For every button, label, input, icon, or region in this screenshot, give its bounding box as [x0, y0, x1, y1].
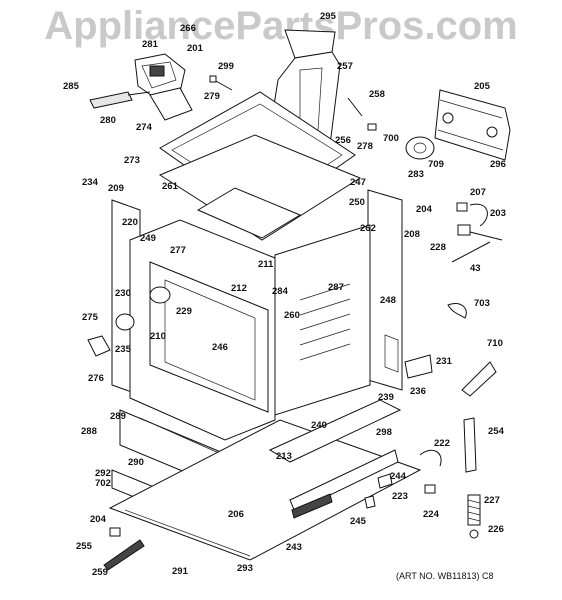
label-287: 287 [328, 282, 344, 293]
label-205: 205 [474, 81, 490, 92]
bolt-299 [209, 75, 233, 91]
label-228: 228 [430, 242, 446, 253]
label-230: 230 [115, 288, 131, 299]
label-278: 278 [357, 141, 373, 152]
label-249: 249 [140, 233, 156, 244]
label-240: 240 [311, 420, 327, 431]
label-275: 275 [82, 312, 98, 323]
label-274: 274 [136, 122, 152, 133]
label-257: 257 [337, 61, 353, 72]
label-236: 236 [410, 386, 426, 397]
label-246: 246 [212, 342, 228, 353]
label-259: 259 [92, 567, 108, 578]
label-212: 212 [231, 283, 247, 294]
label-289: 289 [110, 411, 126, 422]
label-211: 211 [258, 259, 274, 270]
label-709: 709 [428, 159, 444, 170]
label-201: 201 [187, 43, 203, 54]
top-valve-assembly [89, 53, 193, 121]
label-255: 255 [76, 541, 92, 552]
label-231: 231 [436, 356, 452, 367]
label-285: 285 [63, 81, 79, 92]
label-204a: 204 [416, 204, 432, 215]
label-298: 298 [376, 427, 392, 438]
label-209: 209 [108, 183, 124, 194]
label-258: 258 [369, 89, 385, 100]
part-710 [461, 361, 497, 397]
label-277: 277 [170, 245, 186, 256]
art-number: (ART NO. WB11813) C8 [396, 571, 494, 581]
label-254: 254 [488, 426, 504, 437]
label-290: 290 [128, 457, 144, 468]
label-256: 256 [335, 135, 351, 146]
range-cabinet [108, 91, 422, 561]
label-244: 244 [390, 471, 406, 482]
label-292: 292 [95, 468, 111, 479]
label-273: 273 [124, 155, 140, 166]
label-266: 266 [180, 23, 196, 34]
label-227: 227 [484, 495, 500, 506]
label-291: 291 [172, 566, 188, 577]
clip-700 [367, 123, 377, 131]
label-293: 293 [237, 563, 253, 574]
left-burner-parts [87, 286, 171, 357]
right-small-parts [451, 202, 503, 263]
right-lower-parts [463, 417, 481, 539]
label-283: 283 [408, 169, 424, 180]
label-299: 299 [218, 61, 234, 72]
label-295: 295 [320, 11, 336, 22]
label-206: 206 [228, 509, 244, 520]
label-284: 284 [272, 286, 288, 297]
disc-709 [405, 136, 435, 160]
label-703: 703 [474, 298, 490, 309]
label-210: 210 [150, 331, 166, 342]
label-43: 43 [470, 263, 481, 274]
label-279: 279 [204, 91, 220, 102]
label-222: 222 [434, 438, 450, 449]
label-260: 260 [284, 310, 300, 321]
label-710: 710 [487, 338, 503, 349]
label-248: 248 [380, 295, 396, 306]
label-243: 243 [286, 542, 302, 553]
label-245: 245 [350, 516, 366, 527]
label-224: 224 [423, 509, 439, 520]
bracket-231 [404, 354, 433, 379]
label-247: 247 [350, 177, 366, 188]
label-229: 229 [176, 306, 192, 317]
label-220: 220 [122, 217, 138, 228]
rear-bracket [434, 89, 511, 161]
screw-258 [347, 97, 363, 117]
label-281: 281 [142, 39, 158, 50]
label-700: 700 [383, 133, 399, 144]
label-226: 226 [488, 524, 504, 535]
label-262: 262 [360, 223, 376, 234]
label-276: 276 [88, 373, 104, 384]
part-703 [447, 303, 467, 319]
label-239: 239 [378, 392, 394, 403]
label-288: 288 [81, 426, 97, 437]
label-296: 296 [490, 159, 506, 170]
label-250: 250 [349, 197, 365, 208]
label-208: 208 [404, 229, 420, 240]
label-234: 234 [82, 177, 98, 188]
label-213: 213 [276, 451, 292, 462]
label-204b: 204 [90, 514, 106, 525]
mid-lower-parts [364, 449, 442, 509]
label-207: 207 [470, 187, 486, 198]
label-702: 702 [95, 478, 111, 489]
label-223: 223 [392, 491, 408, 502]
bottom-left-parts [103, 527, 145, 571]
label-235: 235 [115, 344, 131, 355]
label-203: 203 [490, 208, 506, 219]
label-261: 261 [162, 181, 178, 192]
label-280: 280 [100, 115, 116, 126]
